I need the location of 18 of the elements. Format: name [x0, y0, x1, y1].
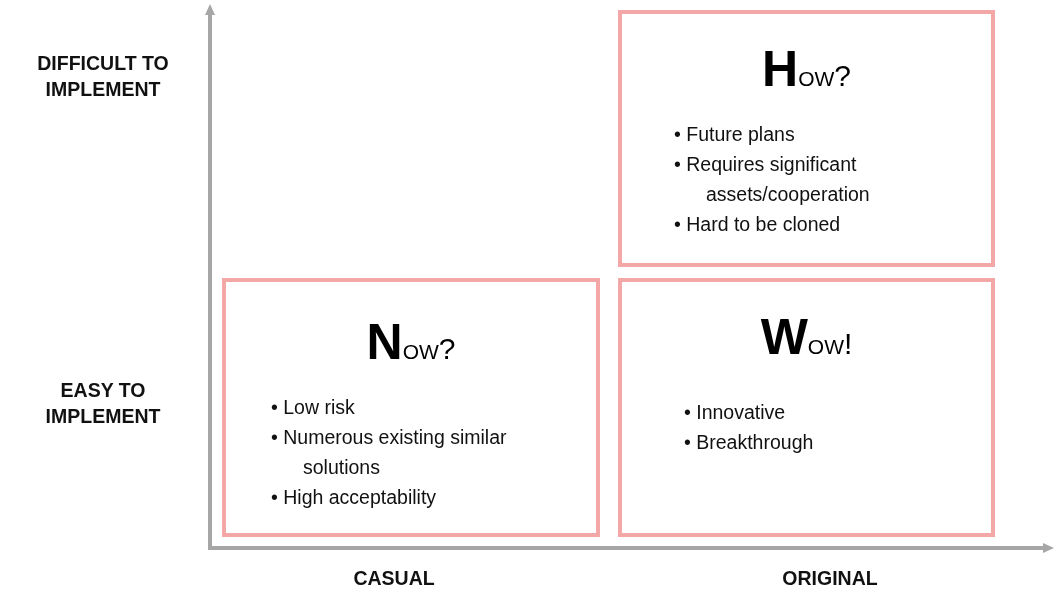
bullet-item: • Requires significant assets/cooperation	[674, 152, 871, 207]
quadrant-box	[618, 10, 995, 267]
axis-label: CASUAL	[352, 566, 436, 591]
bullet-item: • Low risk	[271, 395, 356, 420]
bullet-item: • Hard to be cloned	[674, 212, 842, 237]
axis-label: DIFFICULT TO IMPLEMENT	[36, 51, 170, 102]
quadrant-heading: Now?	[365, 317, 457, 367]
quadrant-box	[222, 278, 600, 537]
bullet-item: • Innovative	[684, 400, 787, 425]
bullet-item: • Breakthrough	[684, 430, 815, 455]
quadrant-box	[618, 278, 995, 537]
axis-label: ORIGINAL	[781, 566, 879, 591]
axis-label: EASY TO IMPLEMENT	[44, 378, 162, 429]
quadrant-heading: How?	[761, 44, 852, 94]
bullet-item: • High acceptability	[271, 485, 438, 510]
quadrant-heading: Wow!	[759, 312, 854, 362]
bullet-item: • Future plans	[674, 122, 796, 147]
bullet-item: • Numerous existing similar solutions	[271, 425, 508, 480]
